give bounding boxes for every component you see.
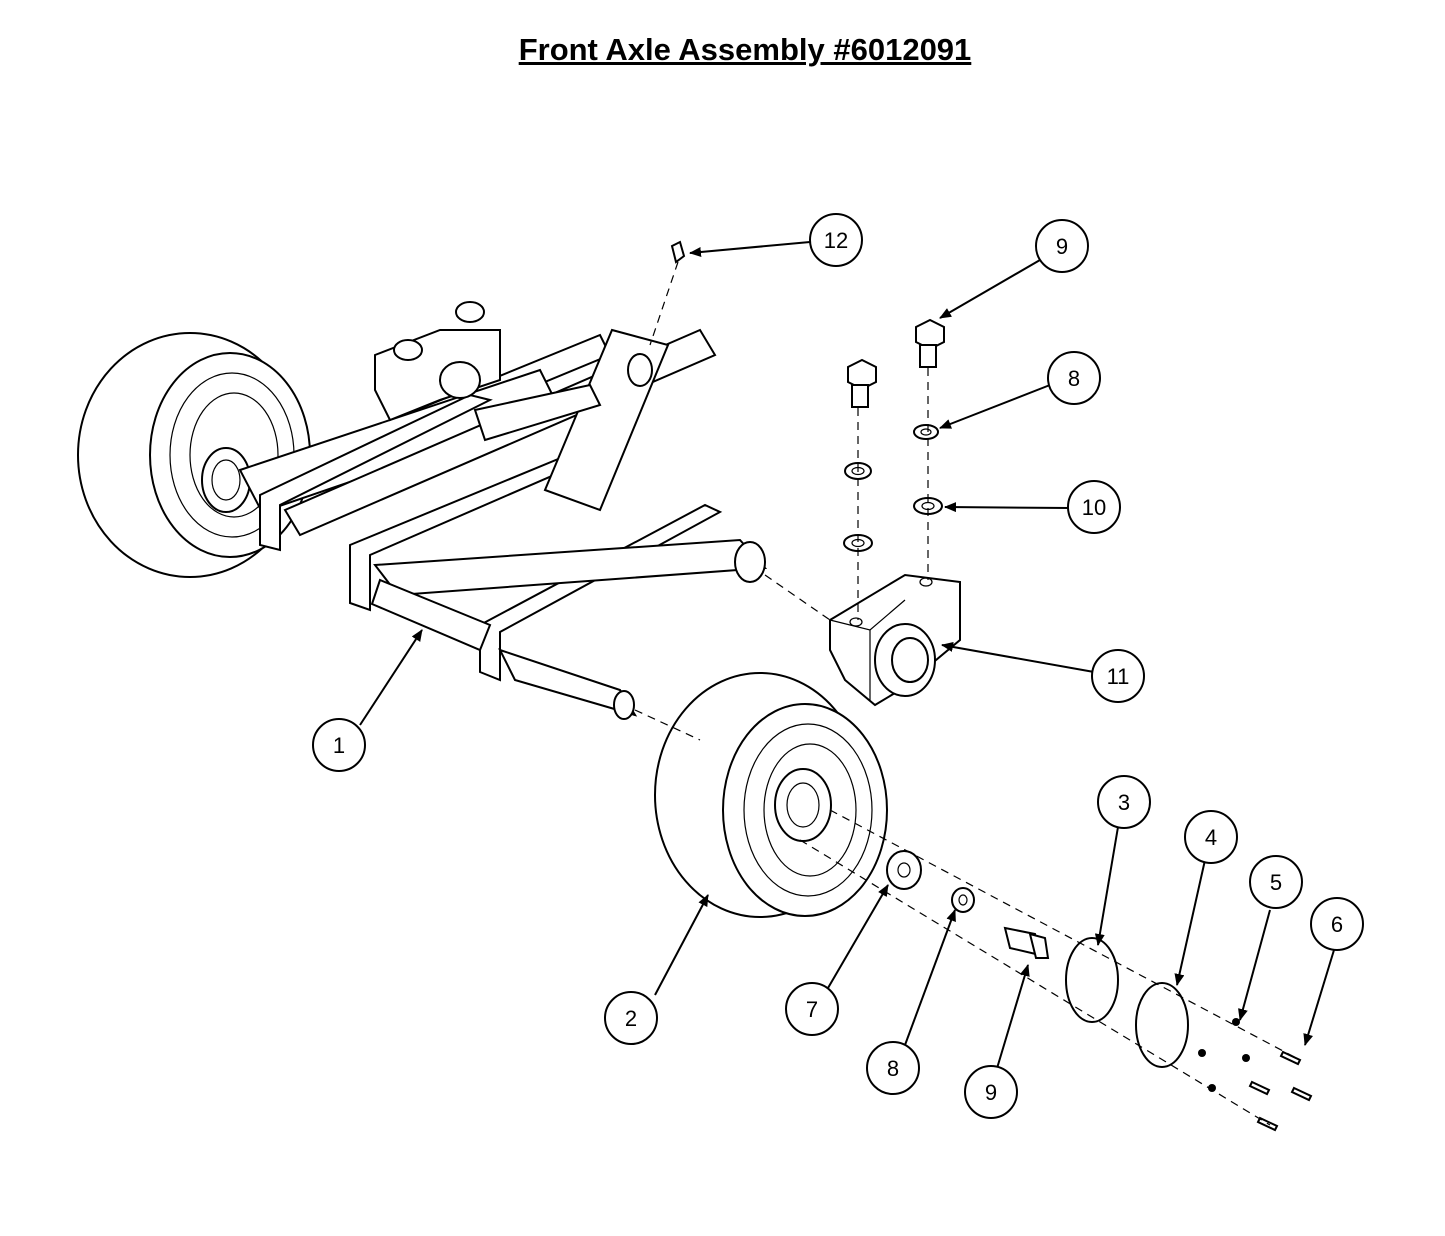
callout-5: 5 bbox=[1249, 855, 1303, 909]
callout-leaders bbox=[359, 241, 1335, 1076]
callout-8-bottom-label: 8 bbox=[887, 1056, 899, 1081]
axle-frame bbox=[238, 328, 768, 720]
upper-bolts-washers bbox=[843, 318, 945, 620]
callout-1-label: 1 bbox=[333, 733, 345, 758]
pillow-block-11 bbox=[829, 573, 961, 707]
callout-6-label: 6 bbox=[1331, 912, 1343, 937]
callout-7: 7 bbox=[785, 982, 839, 1036]
callout-10: 10 bbox=[1067, 480, 1121, 534]
callout-2: 2 bbox=[604, 991, 658, 1045]
callout-8-top-label: 8 bbox=[1068, 366, 1080, 391]
callout-4: 4 bbox=[1184, 810, 1238, 864]
callout-4-label: 4 bbox=[1205, 825, 1217, 850]
callout-3: 3 bbox=[1097, 775, 1151, 829]
callout-6: 6 bbox=[1310, 897, 1364, 951]
grease-fitting-12 bbox=[649, 240, 686, 346]
callout-7-label: 7 bbox=[806, 997, 818, 1022]
callout-10-label: 10 bbox=[1082, 495, 1106, 520]
callout-12: 12 bbox=[809, 213, 863, 267]
callout-5-label: 5 bbox=[1270, 870, 1282, 895]
callout-9-top: 9 bbox=[1035, 219, 1089, 273]
diagram-title: Front Axle Assembly #6012091 bbox=[518, 32, 972, 67]
pillow-blocks-top bbox=[374, 301, 501, 422]
callout-1: 1 bbox=[312, 718, 366, 772]
callout-2-label: 2 bbox=[625, 1006, 637, 1031]
callout-9-top-label: 9 bbox=[1056, 234, 1068, 259]
callout-9-bottom-label: 9 bbox=[985, 1080, 997, 1105]
callout-8-top: 8 bbox=[1047, 351, 1101, 405]
callout-11-label: 11 bbox=[1107, 664, 1130, 689]
callout-8-bottom: 8 bbox=[866, 1041, 920, 1095]
callout-12-label: 12 bbox=[824, 228, 848, 253]
callout-3-label: 3 bbox=[1118, 790, 1130, 815]
callout-9-bottom: 9 bbox=[964, 1065, 1018, 1119]
right-wheel bbox=[654, 672, 888, 918]
callout-11: 11 bbox=[1091, 649, 1145, 703]
